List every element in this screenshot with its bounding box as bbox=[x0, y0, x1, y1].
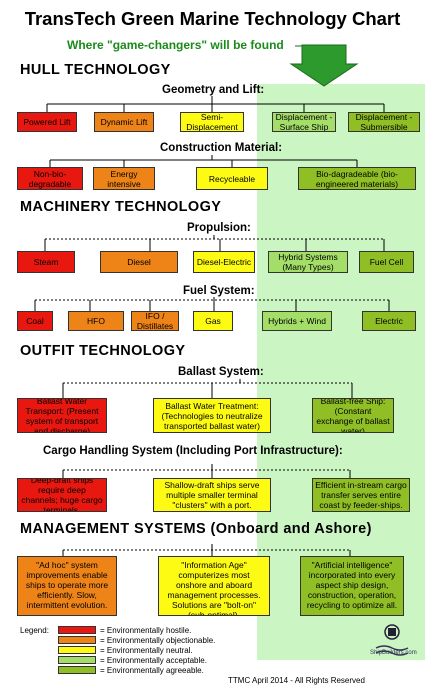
management-item-artificial-intelligence: "Artificial intelligence" incorporated i… bbox=[300, 556, 404, 616]
management-item-ad-hoc: "Ad hoc" system improvements enable ship… bbox=[17, 556, 117, 616]
construction-material-label: Construction Material: bbox=[160, 142, 283, 154]
legend-text-hostile: = Environmentally hostile. bbox=[100, 626, 192, 635]
material-item-non-biodegradable: Non-bio-degradable bbox=[17, 167, 83, 190]
fuel-item-coal: Coal bbox=[17, 311, 53, 331]
legend-text-objectionable: = Environmentally objectionable. bbox=[100, 636, 216, 645]
propulsion-item-fuel-cell: Fuel Cell bbox=[359, 251, 414, 273]
subtitle: Where "game-changers" will be found bbox=[67, 38, 284, 52]
material-item-energy-intensive: Energy intensive bbox=[93, 167, 155, 190]
geometry-item-displacement-submersible: Displacement - Submersible bbox=[348, 112, 420, 132]
propulsion-item-hybrid-systems: Hybrid Systems (Many Types) bbox=[268, 251, 348, 273]
fuel-item-gas: Gas bbox=[193, 311, 233, 331]
geometry-item-semi-displacement: Semi-Displacement bbox=[180, 112, 244, 132]
propulsion-item-steam: Steam bbox=[17, 251, 75, 273]
legend-swatch-acceptable bbox=[58, 656, 96, 664]
management-item-information-age: "Information Age" computerizes most onsh… bbox=[158, 556, 270, 616]
legend-label: Legend: bbox=[20, 626, 49, 635]
logo-text: ShipBuilders.com bbox=[370, 650, 417, 656]
material-item-bio-degradable: Bio-dagradeable (bio-engineered material… bbox=[298, 167, 416, 190]
fuel-item-hfo: HFO bbox=[68, 311, 124, 331]
legend-swatch-agreeable bbox=[58, 666, 96, 674]
ballast-item-transport: Ballast Water Transport: (Present system… bbox=[17, 398, 107, 433]
fuel-system-label: Fuel System: bbox=[183, 285, 255, 297]
shipbuilding-logo-icon bbox=[375, 624, 409, 656]
fuel-item-hybrids-wind: Hybrids + Wind bbox=[262, 311, 332, 331]
cargo-handling-label: Cargo Handling System (Including Port In… bbox=[43, 445, 343, 457]
legend-text-acceptable: = Environmentally acceptable. bbox=[100, 656, 207, 665]
cargo-item-deep-draft: Deep-draft ships require deep channels; … bbox=[17, 478, 107, 512]
geometry-item-displacement-surface: Displacement - Surface Ship bbox=[272, 112, 336, 132]
management-systems-heading: MANAGEMENT SYSTEMS (Onboard and Ashore) bbox=[20, 521, 372, 537]
propulsion-item-diesel-electric: Diesel-Electric bbox=[193, 251, 255, 273]
fuel-item-ifo-distillates: IFO / Distillates bbox=[131, 311, 179, 331]
footer-copyright: TTMC April 2014 - All Rights Reserved bbox=[228, 676, 365, 685]
outfit-technology-heading: OUTFIT TECHNOLOGY bbox=[20, 343, 186, 359]
material-item-recycleable: Recycleable bbox=[196, 167, 268, 190]
page-title: TransTech Green Marine Technology Chart bbox=[24, 8, 401, 29]
legend-swatch-hostile bbox=[58, 626, 96, 634]
fuel-item-electric: Electric bbox=[362, 311, 416, 331]
cargo-item-in-stream-transfer: Efficient in-stream cargo transfer serve… bbox=[312, 478, 410, 512]
geometry-item-powered-lift: Powered Lift bbox=[17, 112, 77, 132]
game-changer-arrow-icon bbox=[289, 44, 359, 87]
ballast-item-treatment: Ballast Water Treatment: (Technologies t… bbox=[153, 398, 271, 433]
legend-text-agreeable: = Environmentally agreeable. bbox=[100, 666, 204, 675]
propulsion-label: Propulsion: bbox=[187, 222, 251, 234]
legend-swatch-neutral bbox=[58, 646, 96, 654]
geometry-lift-label: Geometry and Lift: bbox=[162, 84, 265, 96]
propulsion-item-diesel: Diesel bbox=[100, 251, 178, 273]
geometry-item-dynamic-lift: Dynamic Lift bbox=[94, 112, 154, 132]
legend-swatch-objectionable bbox=[58, 636, 96, 644]
ballast-system-label: Ballast System: bbox=[178, 366, 264, 378]
legend-text-neutral: = Environmentally neutral. bbox=[100, 646, 193, 655]
hull-technology-heading: HULL TECHNOLOGY bbox=[20, 62, 171, 78]
machinery-technology-heading: MACHINERY TECHNOLOGY bbox=[20, 199, 222, 215]
ballast-item-ballast-free: Ballast-free Ship: (Constant exchange of… bbox=[312, 398, 394, 433]
cargo-item-shallow-draft: Shallow-draft ships serve multiple small… bbox=[153, 478, 271, 512]
